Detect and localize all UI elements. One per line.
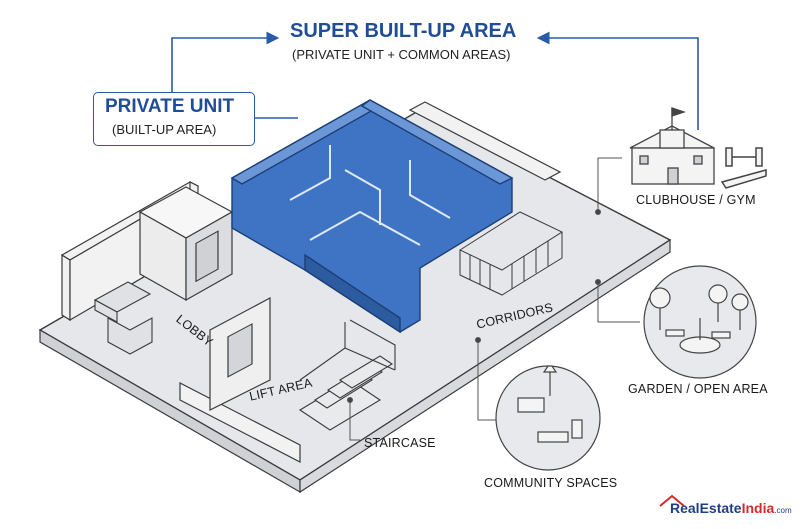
- garden-fountain-icon: [643, 265, 757, 379]
- community-spaces-label: COMMUNITY SPACES: [484, 476, 618, 490]
- left-connector-arrow: [171, 31, 280, 92]
- lift-area-block: [209, 297, 271, 411]
- private-unit-title: PRIVATE UNIT: [105, 96, 235, 117]
- lounge-furniture-icon: [495, 365, 601, 471]
- brand-logo: RealEstateIndia.com: [670, 500, 792, 516]
- lobby-sofa: [93, 281, 153, 355]
- clubhouse-gym-label: CLUBHOUSE / GYM: [636, 193, 756, 207]
- balcony-railing: [458, 211, 564, 296]
- dumbbell-icon: [720, 147, 767, 189]
- super-builtup-subtitle: (PRIVATE UNIT + COMMON AREAS): [292, 47, 511, 62]
- garden-open-area-label: GARDEN / OPEN AREA: [628, 382, 768, 396]
- super-builtup-title: SUPER BUILT-UP AREA: [290, 20, 517, 42]
- brand-domain: .com: [774, 506, 792, 515]
- brand-name-part2: India: [741, 500, 775, 516]
- leader-lines: [347, 157, 640, 441]
- clubhouse-building-icon: [629, 107, 715, 185]
- private-unit-callout: [93, 92, 255, 146]
- brand-name-part1: RealEstate: [670, 500, 742, 516]
- house-roof-logo-icon: [659, 494, 685, 507]
- private-unit-apartment: [230, 99, 514, 334]
- right-connector-arrow: [536, 31, 699, 130]
- staircase-illustration: [298, 319, 396, 431]
- lift-shaft-lobby: [138, 186, 234, 302]
- staircase-label: STAIRCASE: [364, 436, 436, 450]
- private-unit-subtitle: (BUILT-UP AREA): [112, 122, 217, 137]
